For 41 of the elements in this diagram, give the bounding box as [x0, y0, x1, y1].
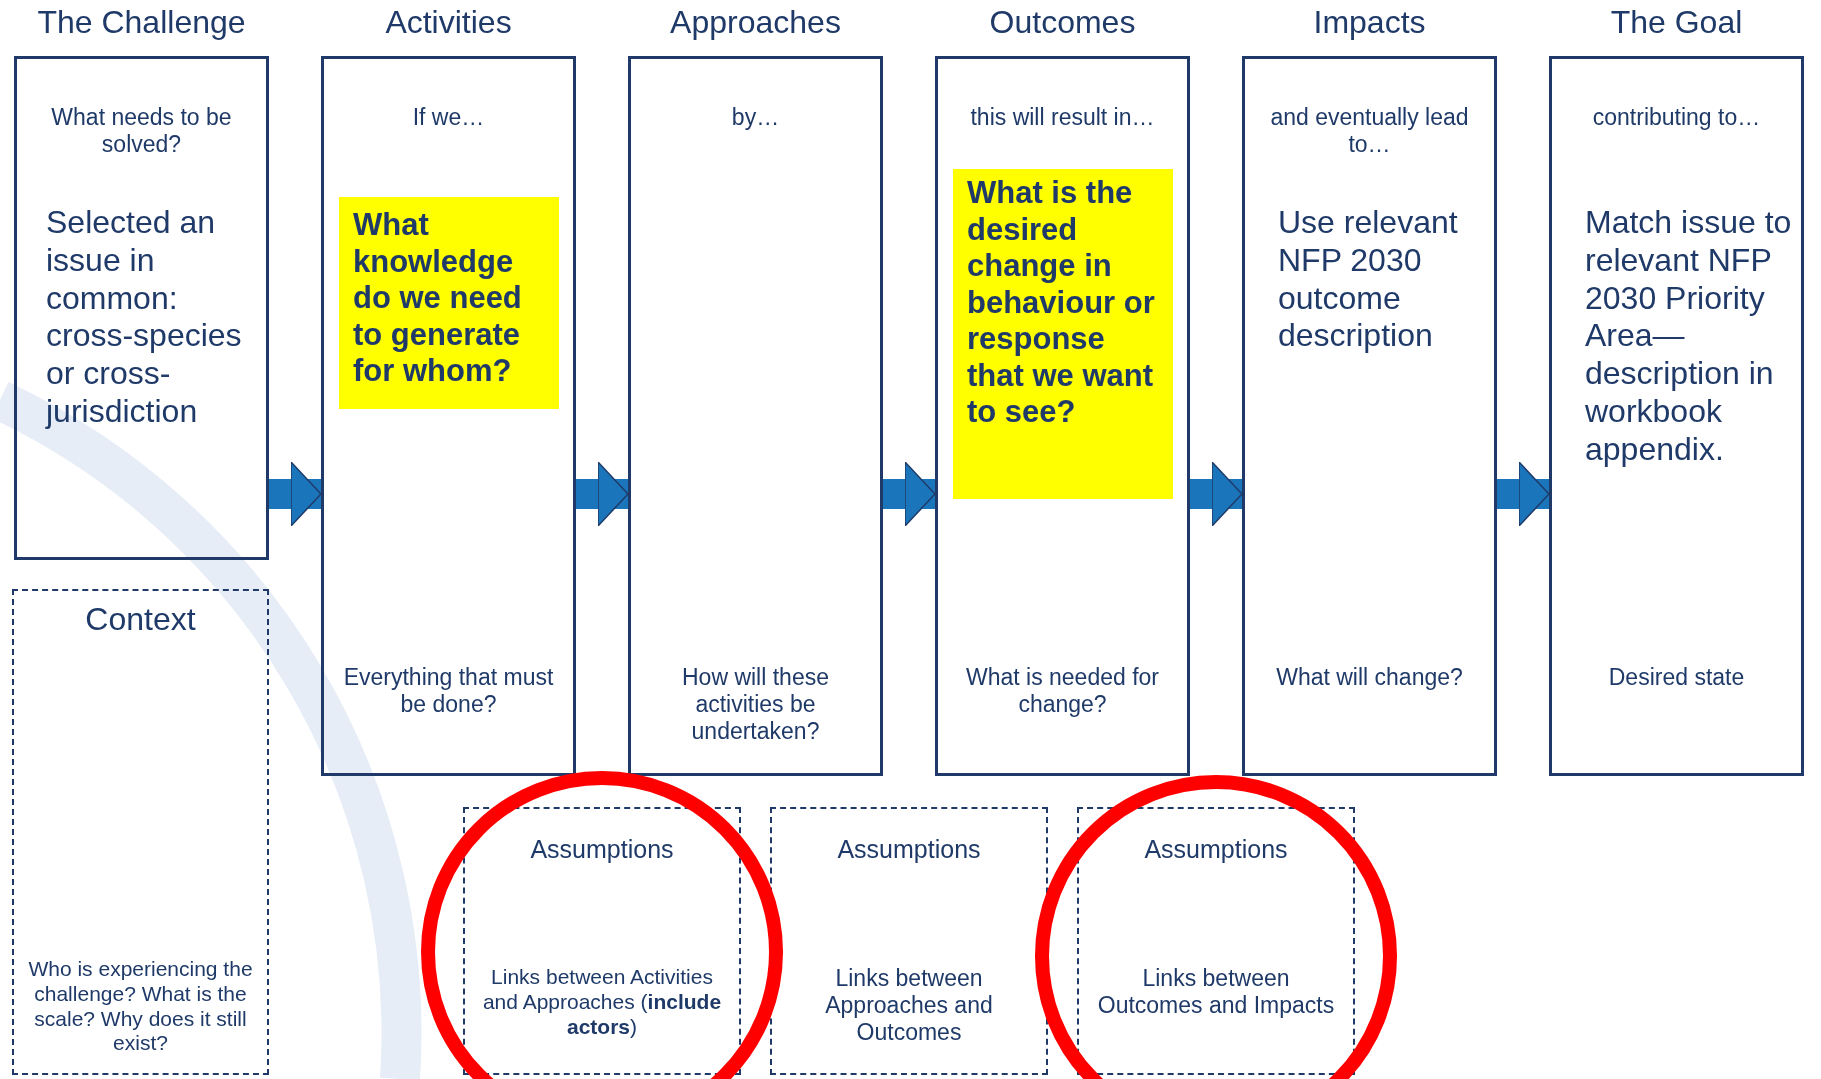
prompt-text: this will result in… — [969, 104, 1156, 132]
body-text: Links between Approaches and Outcomes — [824, 965, 994, 1047]
body-text: Match issue to relevant NFP 2030 Priority Area—description in workbook appendix. — [1585, 204, 1793, 469]
dashed-box — [1077, 807, 1355, 1075]
body-text: Links between Activities and Approaches (include actors) — [481, 965, 723, 1040]
block-arrow — [883, 461, 936, 527]
prompt-text: and eventually lead to… — [1269, 104, 1470, 159]
question-text: Everything that must be done? — [342, 664, 555, 719]
dashed-box — [12, 589, 269, 1075]
question-text: Who is experiencing the challenge? What is the scale? Why does it still exist? — [27, 957, 254, 1057]
column-heading: Activities — [384, 4, 513, 42]
block-arrow — [269, 461, 322, 527]
highlight-box — [339, 197, 559, 409]
dashed-box — [770, 807, 1048, 1075]
question-text: What is needed for change? — [964, 664, 1161, 719]
dashed-box — [463, 807, 741, 1075]
prompt-text: contributing to… — [1591, 104, 1762, 132]
box-heading: Context — [84, 601, 197, 639]
highlight-text: What knowledge do we need to generate for whom? — [353, 207, 523, 390]
body-text: Selected an issue in common: cross-species or cross-jurisdiction — [46, 204, 243, 431]
column-heading: Outcomes — [988, 4, 1137, 42]
question-text: Desired state — [1607, 664, 1746, 692]
highlight-box — [953, 169, 1173, 499]
box-heading: Assumptions — [1143, 835, 1289, 865]
block-arrow — [1190, 461, 1243, 527]
question-text: How will these activities be undertaken? — [681, 664, 830, 746]
block-arrow — [1497, 461, 1550, 527]
box-heading: Assumptions — [836, 835, 982, 865]
question-text: What will change? — [1275, 664, 1464, 692]
body-text: Links between Outcomes and Impacts — [1096, 965, 1336, 1020]
column-heading: Impacts — [1312, 4, 1427, 42]
column-heading: The Goal — [1609, 4, 1744, 42]
prompt-text: What needs to be solved? — [50, 104, 233, 159]
prompt-text: If we… — [411, 104, 486, 132]
prompt-text: by… — [730, 104, 781, 132]
highlight-text: What is the desired change in behaviour or response that we want to see? — [967, 175, 1156, 432]
body-text: Use relevant NFP 2030 outcome description — [1278, 204, 1459, 355]
block-arrow — [576, 461, 629, 527]
column-heading: Approaches — [669, 4, 842, 42]
box-heading: Assumptions — [529, 835, 675, 865]
column-heading: The Challenge — [36, 4, 247, 42]
